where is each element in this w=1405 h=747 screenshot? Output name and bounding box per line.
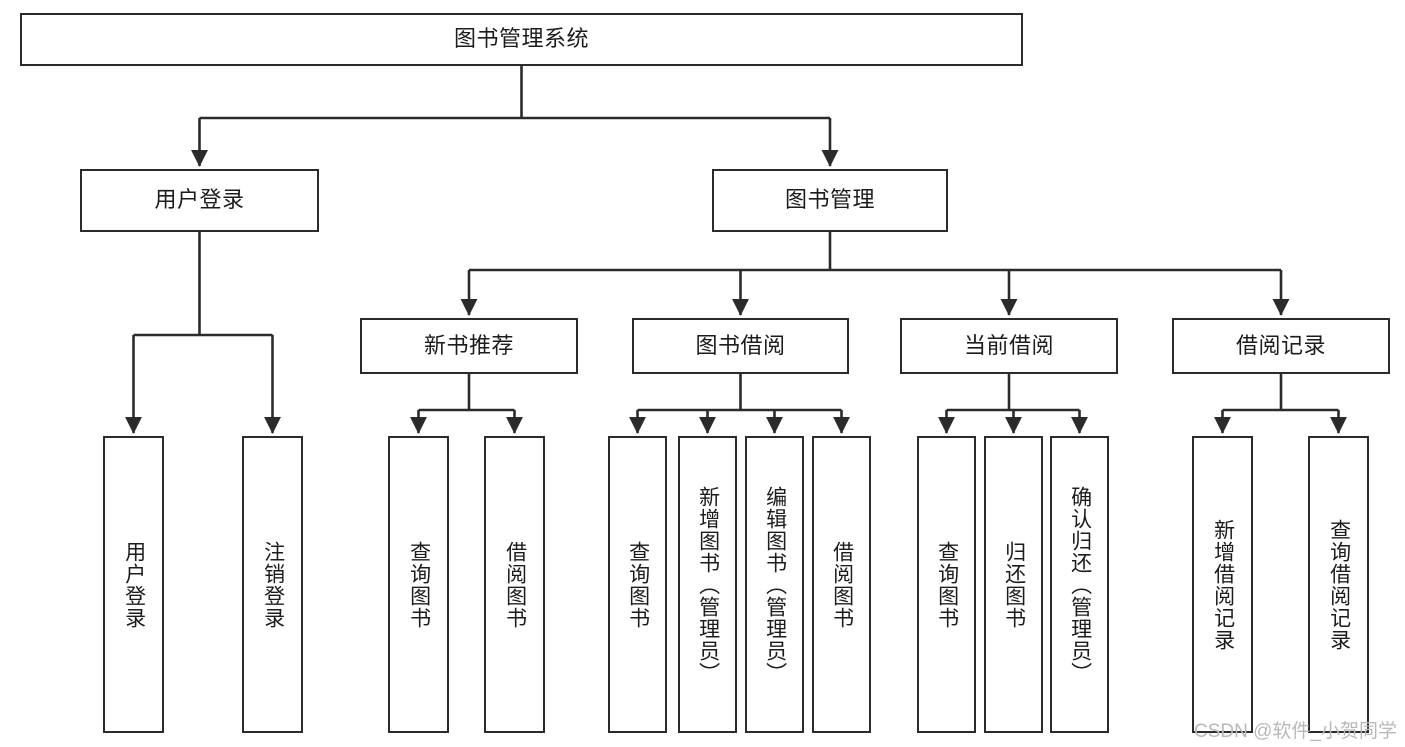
level3-node-3-label: 当前借阅 [963, 332, 1054, 358]
root-node-system-label: 图书管理系统 [453, 26, 589, 52]
leaf-node-3[interactable]: 查询图书 [388, 436, 449, 733]
leaf-node-13[interactable]: 查询借阅记录 [1308, 436, 1369, 733]
leaf-node-8-label: 借阅图书 [830, 540, 854, 629]
level3-node-2[interactable]: 图书借阅 [632, 318, 849, 374]
level3-node-2-label: 图书借阅 [695, 332, 786, 358]
level3-node-1-label: 新书推荐 [423, 332, 514, 358]
leaf-node-11-label: 确认归还（管理员） [1068, 485, 1092, 684]
leaf-node-6-label: 新增图书（管理员） [696, 485, 720, 684]
leaf-node-4-label: 借阅图书 [503, 540, 527, 629]
leaf-node-10-label: 归还图书 [1002, 540, 1026, 629]
leaf-node-1-label: 用户登录 [122, 540, 146, 629]
level2-node-2-label: 图书管理 [784, 187, 875, 213]
leaf-node-5-label: 查询图书 [626, 540, 650, 629]
leaf-node-12[interactable]: 新增借阅记录 [1192, 436, 1253, 733]
leaf-node-2-label: 注销登录 [261, 540, 285, 629]
level2-node-1-label: 用户登录 [154, 187, 245, 213]
level3-node-1[interactable]: 新书推荐 [360, 318, 578, 374]
leaf-node-5[interactable]: 查询图书 [608, 436, 667, 733]
leaf-node-3-label: 查询图书 [407, 540, 431, 629]
level3-node-3[interactable]: 当前借阅 [900, 318, 1118, 374]
level3-node-4[interactable]: 借阅记录 [1172, 318, 1390, 374]
leaf-node-10[interactable]: 归还图书 [984, 436, 1043, 733]
level3-node-4-label: 借阅记录 [1235, 332, 1326, 358]
leaf-node-7-label: 编辑图书（管理员） [763, 485, 787, 684]
level2-node-2[interactable]: 图书管理 [712, 169, 948, 232]
leaf-node-2[interactable]: 注销登录 [242, 436, 303, 733]
level2-node-1[interactable]: 用户登录 [80, 169, 319, 232]
leaf-node-9[interactable]: 查询图书 [917, 436, 976, 733]
leaf-node-13-label: 查询借阅记录 [1327, 518, 1351, 651]
leaf-node-9-label: 查询图书 [935, 540, 959, 629]
leaf-node-12-label: 新增借阅记录 [1211, 518, 1235, 651]
root-node-system[interactable]: 图书管理系统 [20, 13, 1023, 66]
leaf-node-1[interactable]: 用户登录 [103, 436, 164, 733]
leaf-node-7[interactable]: 编辑图书（管理员） [745, 436, 804, 733]
leaf-node-8[interactable]: 借阅图书 [812, 436, 871, 733]
leaf-node-11[interactable]: 确认归还（管理员） [1050, 436, 1109, 733]
leaf-node-4[interactable]: 借阅图书 [484, 436, 545, 733]
leaf-node-6[interactable]: 新增图书（管理员） [678, 436, 737, 733]
